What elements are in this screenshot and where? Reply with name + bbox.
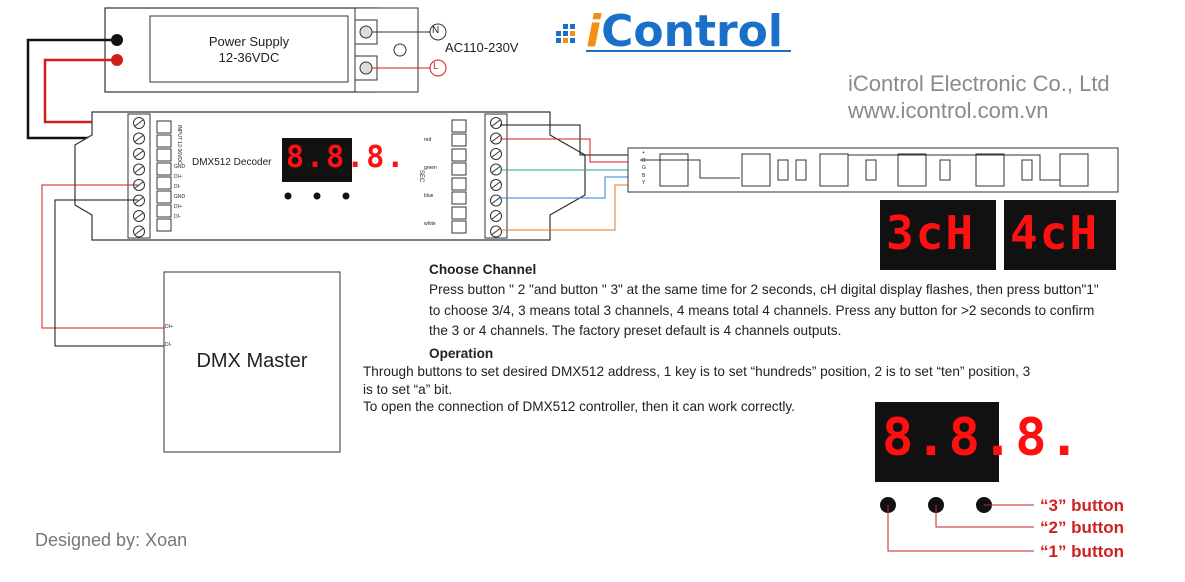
terminal-screw-slot (134, 135, 144, 142)
choose-channel-heading: Choose Channel (429, 262, 537, 277)
terminal-screw-slot (491, 166, 501, 173)
power-supply-title: Power Supply (208, 34, 290, 49)
pin-label: DI- (174, 184, 181, 190)
pin-label: GND (174, 194, 186, 200)
led-strip (627, 147, 1119, 193)
operation-line: To open the connection of DMX512 control… (363, 399, 795, 414)
pin-label: Y (642, 180, 646, 186)
decoder-label: DMX512 Decoder (192, 157, 272, 168)
terminal-screw-slot (134, 212, 144, 220)
logo-squares (556, 24, 575, 43)
display-3ch-text: 3cH (886, 206, 976, 260)
operation-line: Through buttons to set desired DMX512 ad… (363, 364, 1031, 379)
logo-square (556, 31, 561, 36)
choose-channel-line: the 3 or 4 channels. The factory preset … (429, 323, 842, 338)
button-2-label: “2” button (1040, 518, 1125, 537)
decoder-body (74, 111, 586, 241)
decoder-right-terminals (490, 117, 502, 238)
logo-square (556, 38, 561, 43)
decoder-channel-labels: red green blue white (424, 126, 437, 238)
dmx-wires (41, 184, 164, 347)
brand-name: Control (601, 6, 783, 57)
button-3-label: “3” button (1040, 496, 1125, 515)
brand-prefix: i (586, 6, 602, 57)
pin-label: red (424, 137, 432, 143)
decoder-left-terminals (133, 117, 145, 238)
brand-logo: iControl (586, 6, 783, 57)
choose-channel-line: Press button " 2 "and button " 3" at the… (429, 282, 1099, 297)
pin-label: DI- (174, 214, 181, 220)
display-4ch (1004, 200, 1116, 270)
n-symbol: N (432, 25, 440, 36)
terminal-screw-slot (491, 228, 501, 235)
dmx-master-label: DMX Master (196, 350, 308, 372)
company-name: iControl Electronic Co., Ltd (848, 71, 1110, 96)
ac-label: AC110-230V (445, 40, 519, 55)
channel-wires (500, 124, 630, 231)
terminal-screw-slot (134, 197, 144, 204)
logo-square (563, 38, 568, 43)
operation-text: Through buttons to set desired DMX512 ad… (363, 363, 1030, 416)
terminal-screw-slot (134, 119, 144, 127)
terminal-screw-slot (134, 150, 144, 158)
dmx-master-box (163, 271, 341, 453)
decoder-display: 8.8.8. (286, 140, 407, 175)
pin-label: GND (174, 164, 186, 170)
decoder-sec-label: SEC (418, 170, 424, 183)
terminal-screw-slot (491, 135, 501, 142)
company-website[interactable]: www.icontrol.com.vn (848, 98, 1049, 123)
decoder-right-marks (451, 119, 467, 234)
pin-label: G (642, 165, 646, 171)
logo-square (570, 38, 575, 43)
terminal-screw-slot (491, 181, 501, 189)
operation-heading: Operation (429, 346, 494, 361)
pin-label: + (642, 150, 645, 156)
pin-label: blue (424, 193, 434, 199)
button-1-label: “1” button (1040, 542, 1125, 561)
decoder-dmx-pins: GND DI+ DI- GND DI+ DI- (174, 162, 185, 222)
terminal-screw-slot (491, 119, 501, 127)
l-symbol: L (433, 61, 439, 72)
terminal-screw-slot (134, 228, 144, 235)
display-4ch-text: 4cH (1010, 206, 1100, 260)
master-pin-minus: DI- (165, 342, 172, 348)
power-supply-unit (104, 7, 419, 93)
display-buttons-text: 8.8.8. (882, 408, 1082, 468)
terminal-screw-slot (491, 197, 501, 204)
pin-label: DI+ (174, 204, 182, 210)
power-supply-voltage: 12-36VDC (218, 50, 280, 65)
power-supply-label: Power Supply 12-36VDC (150, 34, 348, 66)
terminal-screw-slot (491, 150, 501, 158)
master-pin-plus: DI+ (165, 324, 173, 330)
logo-square (570, 24, 575, 29)
terminal-screw-slot (491, 212, 501, 220)
operation-line: is to set “a” bit. (363, 381, 453, 397)
display-3ch (880, 200, 996, 270)
terminal-screw-slot (134, 181, 144, 189)
pin-label: white (424, 221, 436, 227)
designed-by: Designed by: Xoan (35, 530, 188, 550)
pin-label: B (642, 172, 646, 179)
brand-underline (586, 50, 791, 52)
decoder-buttons (284, 192, 350, 200)
choose-channel-text: Press button " 2 "and button " 3" at the… (429, 280, 1099, 342)
terminal-screw-slot (134, 166, 144, 173)
logo-square (570, 31, 575, 36)
pin-label: green (424, 165, 437, 171)
ac-wires (372, 23, 447, 77)
decoder-left-marks (156, 120, 172, 232)
logo-square (563, 31, 568, 36)
choose-channel-line: to choose 3/4, 3 means total 3 channels,… (429, 302, 1095, 318)
pin-label: DI+ (174, 174, 182, 180)
display-buttons (875, 402, 999, 482)
decoder-input-label: INPUT 12-36VDC (176, 125, 182, 165)
pin-label: R (642, 157, 646, 164)
front-buttons (880, 497, 1034, 552)
logo-square (563, 24, 568, 29)
